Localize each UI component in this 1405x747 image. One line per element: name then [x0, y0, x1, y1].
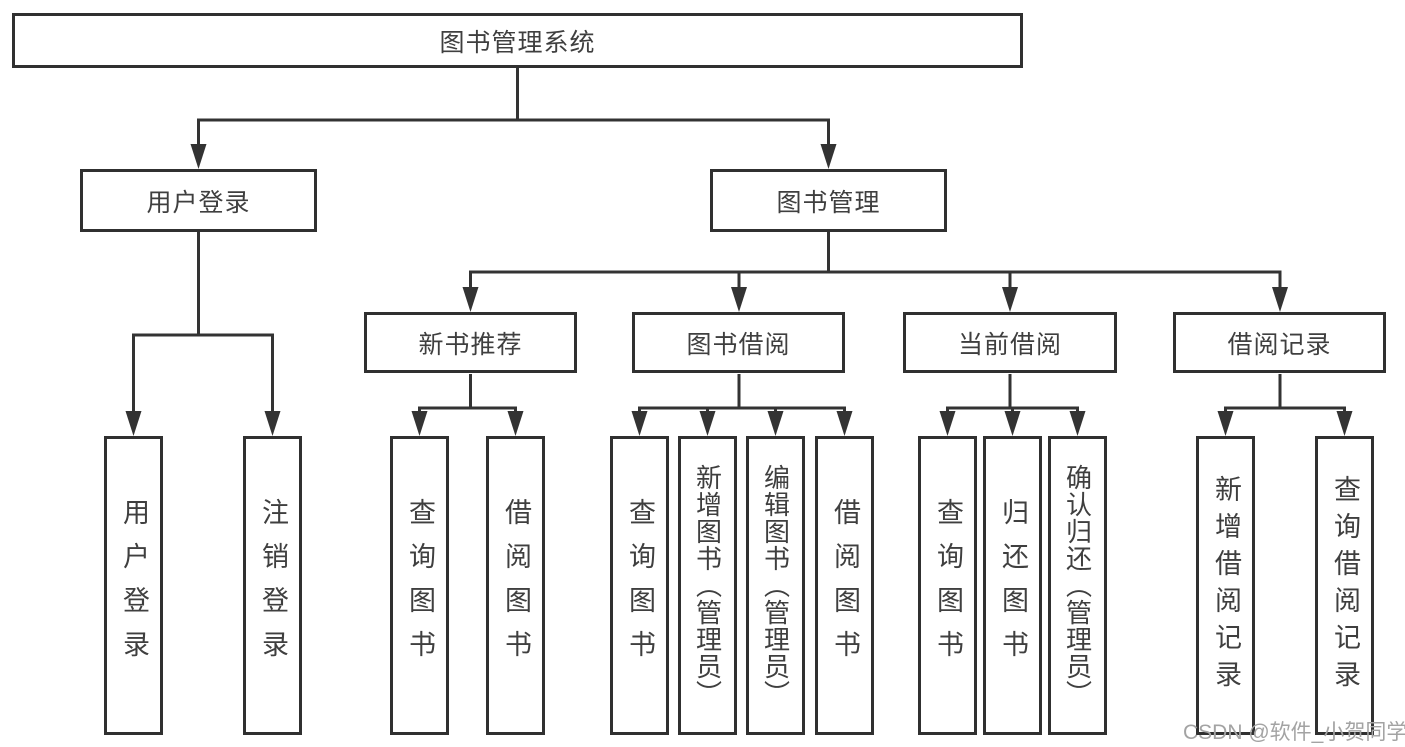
leaf-logout: 注销登录 [243, 436, 302, 735]
leaf-add-borrow-record: 新增借阅记录 [1196, 436, 1255, 735]
leaf-borrow-books-borrowing: 借阅图书 [815, 436, 874, 735]
watermark: CSDN @软件_小贺同学 [1183, 721, 1405, 744]
node-book-borrowing: 图书借阅 [632, 312, 845, 373]
leaf-return-books: 归还图书 [983, 436, 1042, 735]
leaf-edit-books-admin: 编辑图书（管理员） [746, 436, 805, 735]
node-new-book-recommend: 新书推荐 [364, 312, 577, 373]
leaf-query-books-borrowing: 查询图书 [610, 436, 669, 735]
node-current-borrowing: 当前借阅 [903, 312, 1117, 373]
node-book-management: 图书管理 [710, 169, 947, 232]
leaf-add-books-admin: 新增图书（管理员） [678, 436, 737, 735]
leaf-query-books-current: 查询图书 [918, 436, 977, 735]
leaf-confirm-return-admin: 确认归还（管理员） [1048, 436, 1107, 735]
node-user-login: 用户登录 [80, 169, 317, 232]
leaf-borrow-books-recommend: 借阅图书 [486, 436, 545, 735]
node-root: 图书管理系统 [12, 13, 1023, 68]
node-borrowing-records: 借阅记录 [1173, 312, 1386, 373]
leaf-user-login: 用户登录 [104, 436, 163, 735]
leaf-query-books-recommend: 查询图书 [390, 436, 449, 735]
leaf-query-borrow-record: 查询借阅记录 [1315, 436, 1374, 735]
